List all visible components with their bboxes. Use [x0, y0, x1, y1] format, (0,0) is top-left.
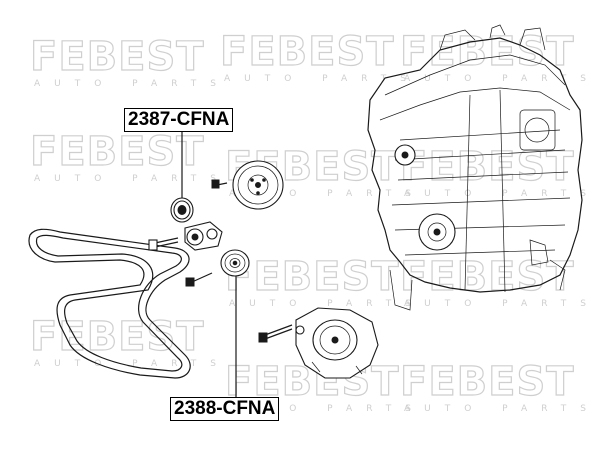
watermark-brand: FEBEST: [400, 359, 575, 405]
watermark-brand: FEBEST: [225, 254, 400, 300]
crank-pulley: [232, 160, 284, 210]
watermark-sub: AUTO PARTS: [229, 299, 425, 309]
watermark-sub: AUTO PARTS: [34, 359, 230, 369]
watermark-brand: FEBEST: [30, 34, 205, 80]
watermark-sub: AUTO PARTS: [229, 404, 425, 414]
watermark-brand: FEBEST: [400, 29, 575, 75]
watermark-sub: AUTO PARTS: [229, 189, 425, 199]
tensioner-arm: [184, 221, 223, 251]
watermark: FEBEST AUTO PARTS: [399, 358, 600, 414]
bolt-top: [211, 179, 228, 189]
watermark: FEBEST AUTO PARTS: [29, 313, 230, 369]
bolt-lower: [258, 324, 293, 343]
watermark: FEBEST AUTO PARTS: [399, 143, 600, 199]
watermark: FEBEST AUTO PARTS: [29, 33, 230, 89]
idler-pulley-bottom: [220, 249, 250, 277]
watermark-sub: AUTO PARTS: [404, 74, 600, 84]
watermark-sub: AUTO PARTS: [34, 79, 230, 89]
watermark-sub: AUTO PARTS: [34, 174, 230, 184]
bolt-left: [148, 237, 179, 251]
watermark: FEBEST AUTO PARTS: [399, 28, 600, 84]
engine-block: [367, 24, 583, 311]
watermark-sub: AUTO PARTS: [404, 189, 600, 199]
watermark: FEBEST AUTO PARTS: [219, 28, 420, 84]
idler-pulley-top: [170, 197, 194, 223]
part-label-2388: 2388-CFNA: [170, 397, 280, 421]
watermark: FEBEST AUTO PARTS: [224, 253, 425, 309]
watermark-brand: FEBEST: [30, 314, 205, 360]
watermark-brand: FEBEST: [400, 254, 575, 300]
part-label-2387: 2387-CFNA: [124, 108, 234, 132]
tensioner-assembly: [295, 307, 379, 379]
bolt-mid: [185, 272, 213, 287]
watermark-sub: AUTO PARTS: [404, 299, 600, 309]
watermark-brand: FEBEST: [220, 29, 395, 75]
watermark-brand: FEBEST: [30, 129, 205, 175]
serpentine-belt: [28, 228, 191, 379]
watermark: FEBEST AUTO PARTS: [29, 128, 230, 184]
watermark: FEBEST AUTO PARTS: [399, 253, 600, 309]
leader-lines: [181, 132, 237, 398]
watermark-sub: AUTO PARTS: [224, 74, 420, 84]
watermark-sub: AUTO PARTS: [404, 404, 600, 414]
